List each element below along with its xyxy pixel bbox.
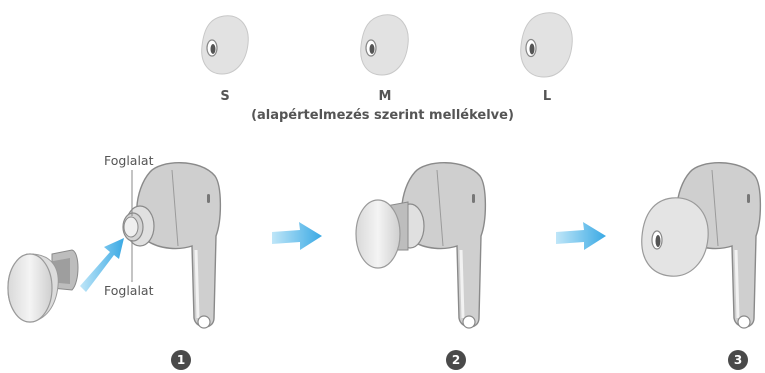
eartip-medium-icon	[360, 14, 409, 76]
earbud-step1-icon	[122, 162, 222, 329]
size-label-small: S	[220, 89, 230, 104]
loose-eartip-icon	[7, 249, 79, 323]
step-badge-3: 3	[728, 350, 748, 370]
callout-label-bottom: Foglalat	[104, 283, 154, 298]
step-badge-2: 2	[446, 350, 466, 370]
arrow-step2-icon	[272, 222, 322, 250]
size-label-medium: M	[378, 89, 392, 104]
earbud-step3-icon	[641, 162, 762, 329]
arrow-step3-icon	[556, 222, 606, 250]
eartip-large-icon	[520, 12, 573, 78]
eartip-small-icon	[201, 15, 249, 75]
default-size-note: (alapértelmezés szerint mellékelve)	[251, 108, 514, 123]
callout-label-top: Foglalat	[104, 153, 154, 168]
earbud-step2-icon	[355, 162, 487, 329]
arrow-step1-icon	[80, 238, 124, 292]
step-badge-1: 1	[171, 350, 191, 370]
size-label-large: L	[542, 89, 552, 104]
